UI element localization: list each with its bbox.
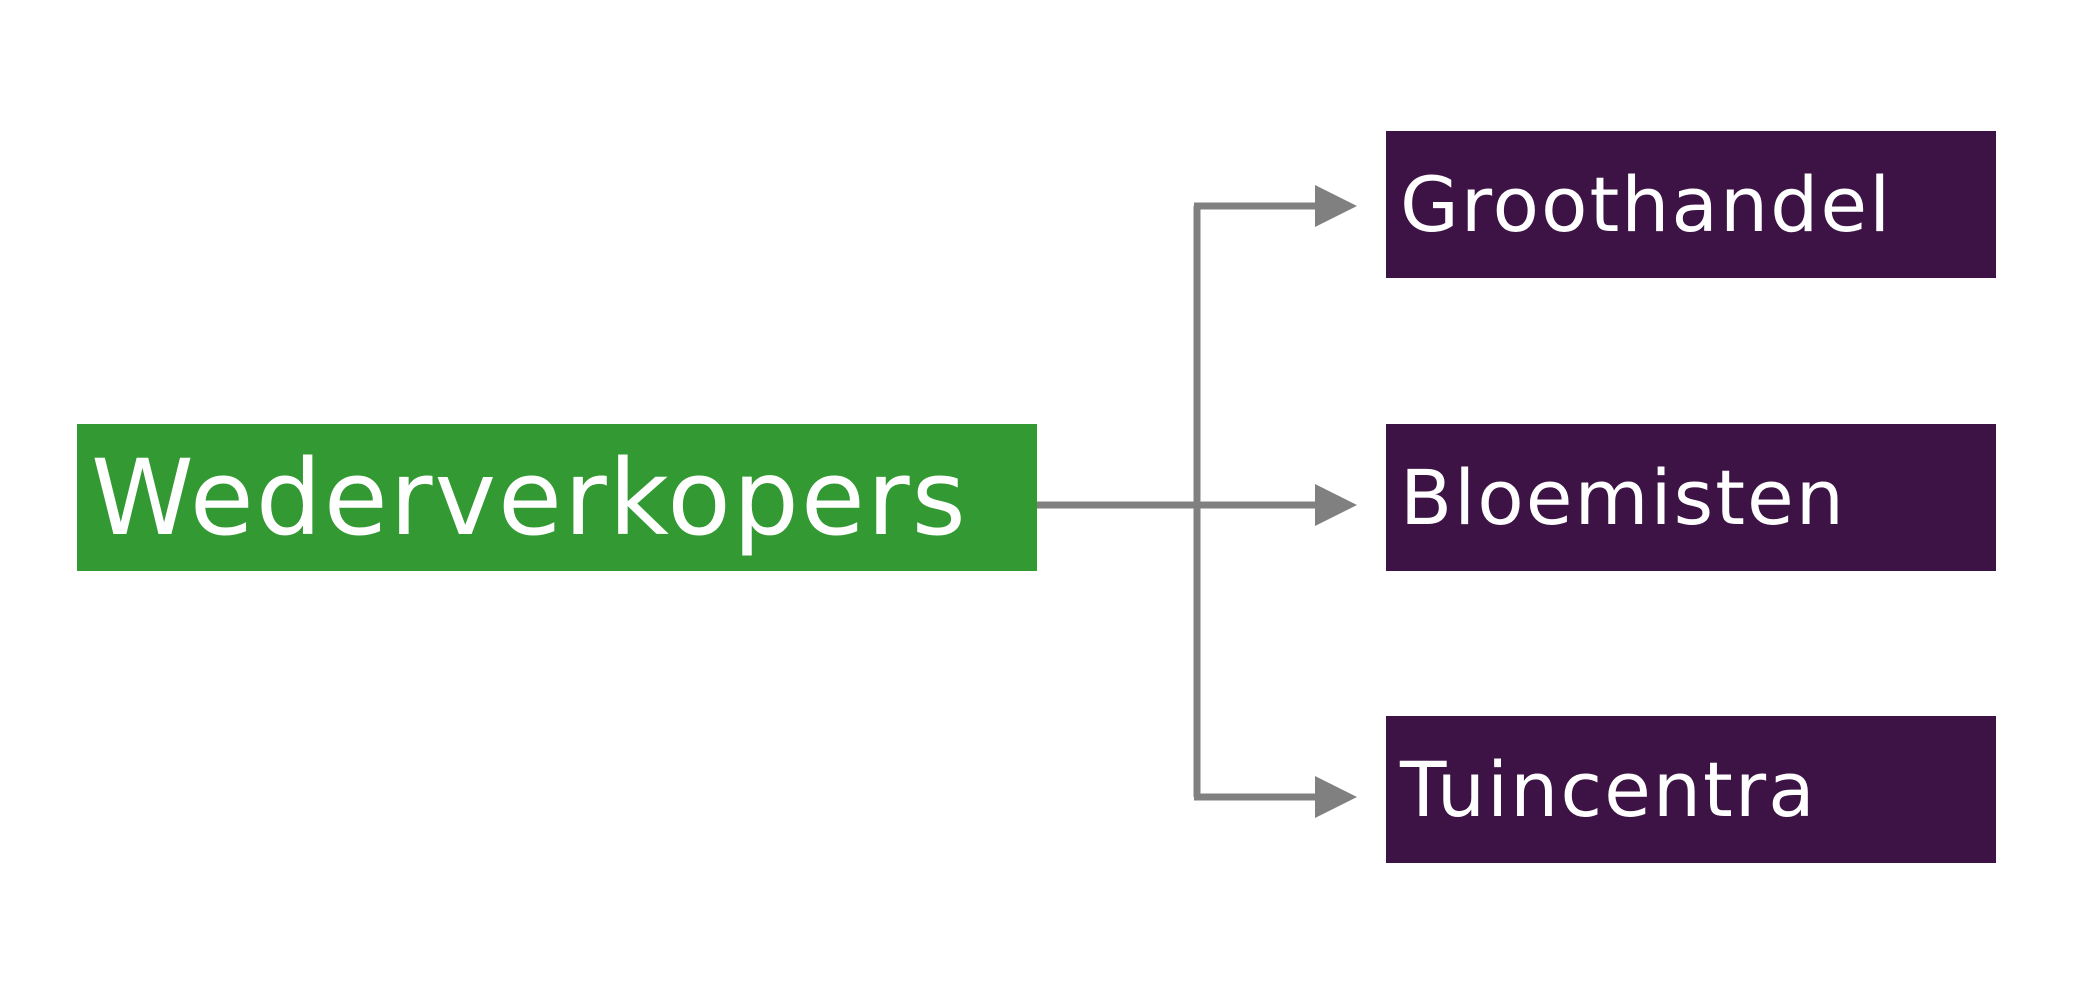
target-box-tuincentra: Tuincentra [1386,716,1996,863]
target-box-groothandel: Groothandel [1386,131,1996,278]
connector-group [1037,185,1357,818]
target-box-label: Groothandel [1400,160,1893,249]
source-box-wederverkopers: Wederverkopers [77,424,1037,571]
target-box-label: Tuincentra [1400,745,1817,834]
source-box-label: Wederverkopers [91,436,968,559]
target-box-bloemisten: Bloemisten [1386,424,1996,571]
target-box-label: Bloemisten [1400,453,1846,542]
